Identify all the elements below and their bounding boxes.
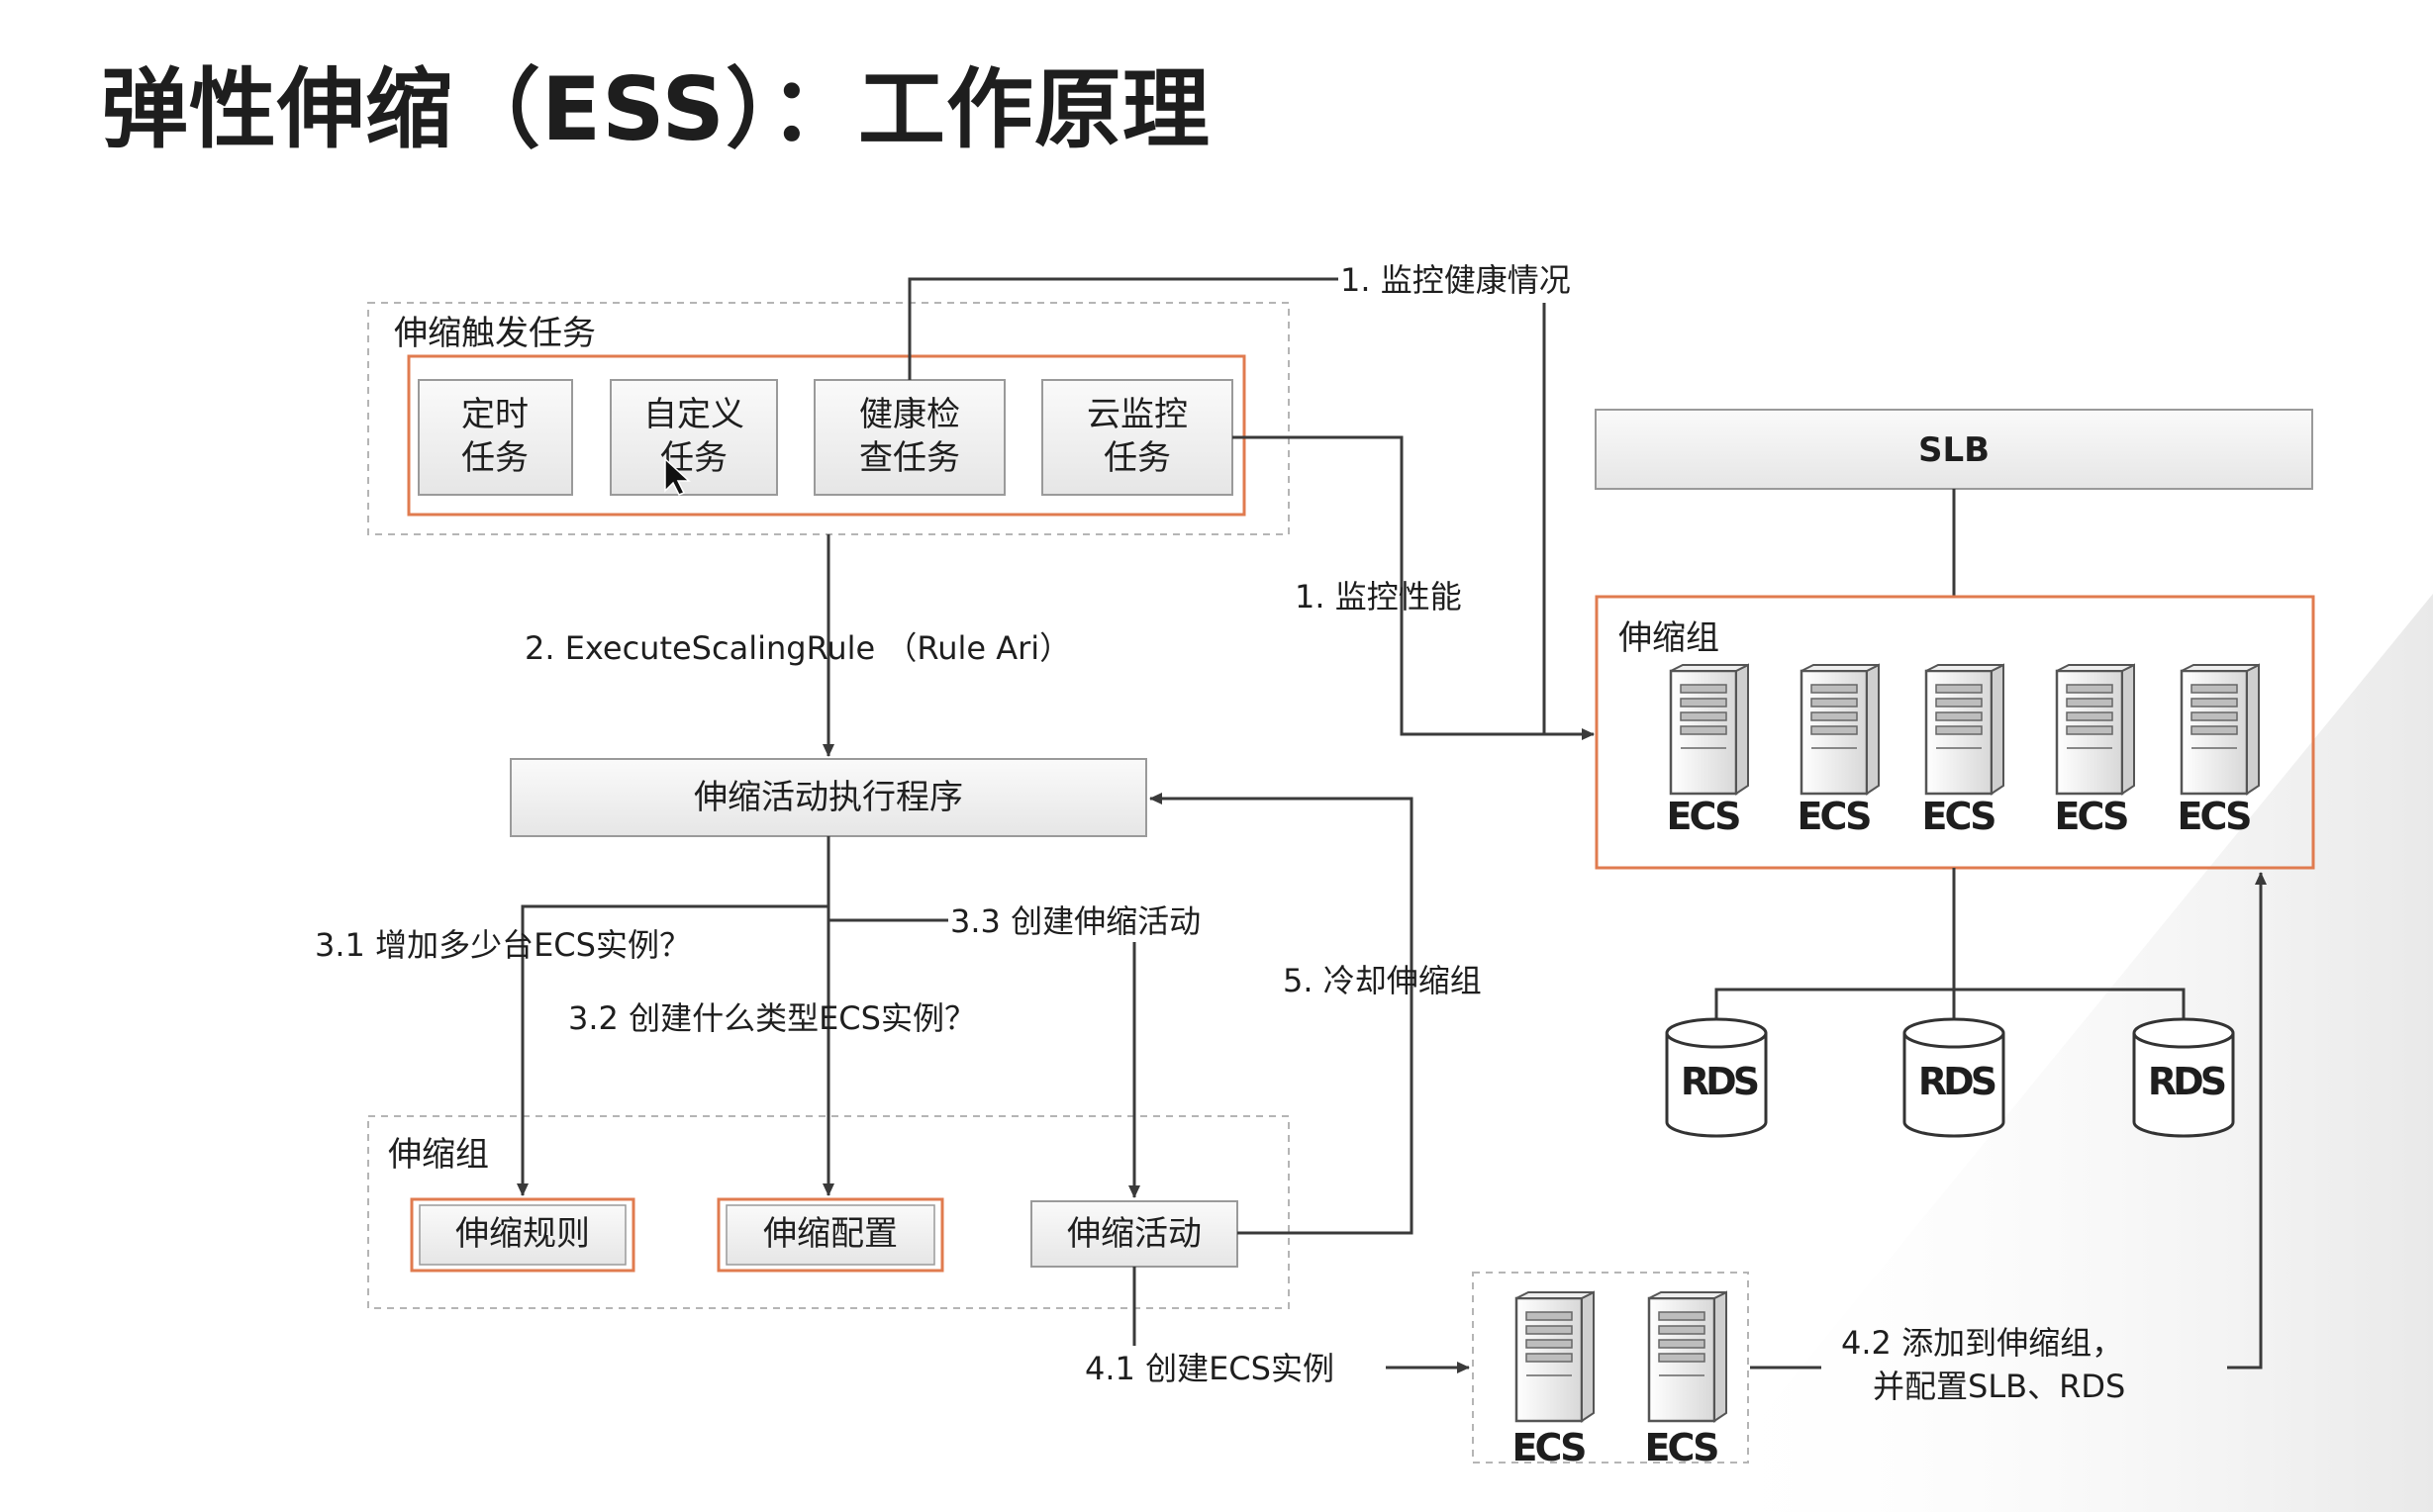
trigger-tasks-frame (407, 354, 1246, 517)
edge-cooldown (1149, 793, 1413, 1235)
rds-database-2: RDS (1902, 1017, 2005, 1138)
scaling-executor-box: 伸缩活动执行程序 (510, 758, 1147, 837)
ecs-server-3: ECS (1922, 663, 2005, 838)
label-execute-rule: 2. ExecuteScalingRule （Rule Ari） (525, 629, 1071, 667)
server-icon (1647, 1290, 1728, 1423)
label-create-ecs: 4.1 创建ECS实例 (1085, 1350, 1334, 1387)
ecs-label: ECS (1922, 795, 1995, 838)
ecs-label: ECS (1667, 795, 1740, 838)
ecs-label: ECS (1645, 1426, 1718, 1469)
scaling-group-bottom-container (367, 1115, 1290, 1309)
new-ecs-server-2: ECS (1645, 1290, 1728, 1469)
server-icon (2180, 663, 2261, 796)
server-icon (1924, 663, 2005, 796)
label-monitor-health: 1. 监控健康情况 (1340, 261, 1571, 299)
task-box-health-check: 健康检 查任务 (814, 379, 1006, 496)
task-label-line1: 云监控 (1087, 395, 1188, 434)
trigger-group-label: 伸缩触发任务 (394, 314, 596, 353)
scaling-rule-box: 伸缩规则 (410, 1197, 635, 1273)
rds-label: RDS (2148, 1060, 2225, 1103)
task-label-line2: 任务 (461, 438, 529, 478)
slb-box: SLB (1595, 409, 2313, 490)
rds-label: RDS (1918, 1060, 1995, 1103)
label-create-activity: 3.3 创建伸缩活动 (950, 902, 1201, 940)
slb-label: SLB (1918, 430, 1990, 470)
ecs-server-1: ECS (1667, 663, 1750, 838)
task-label-line2: 查任务 (859, 438, 960, 478)
ecs-server-2: ECS (1798, 663, 1881, 838)
label-add-group-line2: 并配置SLB、RDS (1873, 1368, 2125, 1405)
server-icon (1800, 663, 1881, 796)
server-icon (1514, 1290, 1596, 1423)
mouse-cursor-icon (664, 457, 691, 496)
scaling-config-label: 伸缩配置 (763, 1214, 898, 1254)
server-icon (2055, 663, 2136, 796)
label-monitor-performance: 1. 监控性能 (1295, 578, 1462, 615)
label-how-many: 3.1 增加多少台ECS实例？ (315, 926, 691, 964)
scaling-activity-label: 伸缩活动 (1067, 1214, 1202, 1254)
task-box-scheduled: 定时 任务 (418, 379, 573, 496)
task-label-line2: 任务 (1104, 438, 1171, 478)
new-ecs-server-1: ECS (1512, 1290, 1596, 1469)
label-what-type: 3.2 创建什么类型ECS实例？ (568, 999, 976, 1037)
ecs-label: ECS (1798, 795, 1871, 838)
ecs-label: ECS (2178, 795, 2251, 838)
edge-monitor-performance (1232, 435, 1595, 740)
task-label-line1: 健康检 (859, 395, 960, 434)
rds-database-1: RDS (1665, 1017, 1768, 1138)
scaling-config-box: 伸缩配置 (717, 1197, 944, 1273)
task-label-line1: 自定义 (643, 395, 744, 434)
edge-monitor-health-top (908, 277, 1338, 380)
task-box-custom: 自定义 任务 (610, 379, 778, 496)
server-icon (1669, 663, 1750, 796)
scaling-group-bottom-label: 伸缩组 (388, 1135, 489, 1175)
label-cooldown: 5. 冷却伸缩组 (1283, 962, 1482, 999)
task-box-cloud-monitor: 云监控 任务 (1041, 379, 1233, 496)
label-add-group-line1: 4.2 添加到伸缩组， (1841, 1324, 2123, 1362)
ecs-label: ECS (2055, 795, 2128, 838)
ecs-server-5: ECS (2178, 663, 2261, 838)
rds-database-3: RDS (2132, 1017, 2235, 1138)
ecs-server-4: ECS (2055, 663, 2136, 838)
edge-how-many (517, 904, 828, 1196)
rds-label: RDS (1681, 1060, 1758, 1103)
edge-add-group-up (2227, 872, 2267, 1370)
ecs-label: ECS (1512, 1426, 1586, 1469)
executor-label: 伸缩活动执行程序 (694, 778, 963, 817)
page-title: 弹性伸缩（ESS）：工作原理 (101, 58, 1211, 160)
scaling-group-right-label: 伸缩组 (1618, 618, 1719, 658)
scaling-rule-label: 伸缩规则 (455, 1214, 590, 1254)
task-label-line1: 定时 (461, 395, 529, 434)
scaling-activity-box: 伸缩活动 (1030, 1200, 1238, 1268)
